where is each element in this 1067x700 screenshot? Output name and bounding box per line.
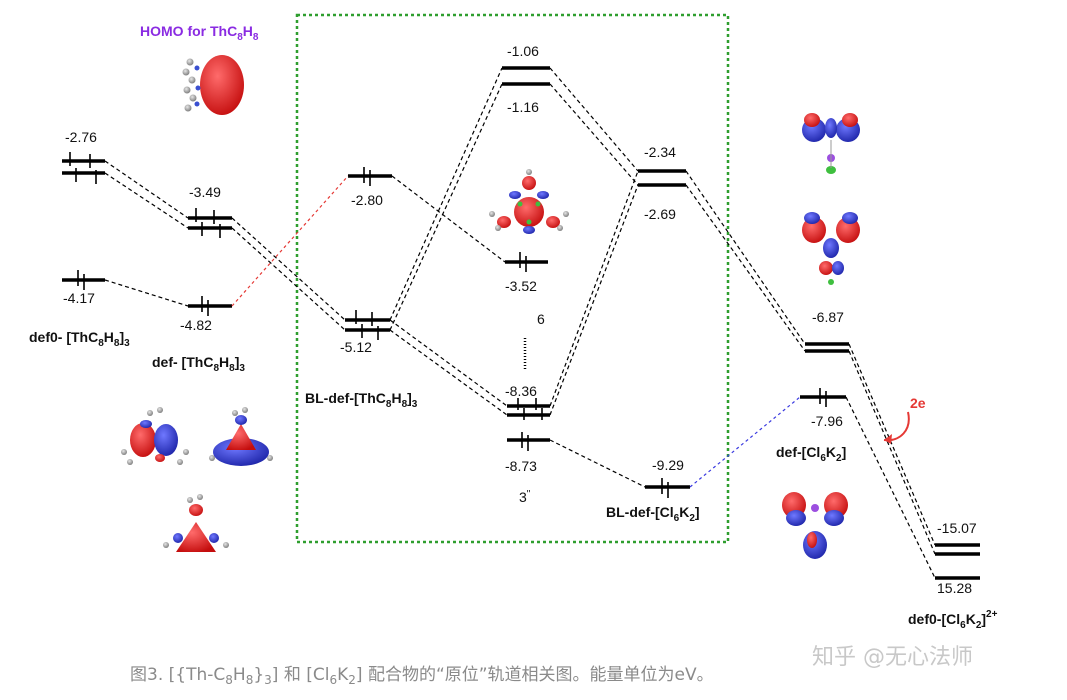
svg-text:15.28: 15.28: [937, 580, 972, 596]
homo-title: HOMO for ThC8H8: [140, 23, 259, 43]
svg-text:-8.36: -8.36: [505, 383, 537, 399]
name-bl-def-clk: BL-def-[Cl6K2]: [606, 504, 700, 524]
svg-text:-2.80: -2.80: [351, 192, 383, 208]
svg-text:-7.96: -7.96: [811, 413, 843, 429]
name-def-clk: def-[Cl6K2]: [776, 444, 846, 464]
orbital-image-thc-1: [121, 407, 189, 465]
svg-text:-4.17: -4.17: [63, 290, 95, 306]
species-names: def0- [ThC8H8]3 def- [ThC8H8]3 BL-def-[T…: [29, 329, 998, 631]
energy-levels: [62, 66, 980, 580]
svg-text:-3.49: -3.49: [189, 184, 221, 200]
orbital-image-thc-3: [163, 494, 229, 552]
label-six: 6: [537, 311, 545, 327]
name-def0-thc: def0- [ThC8H8]3: [29, 329, 130, 349]
svg-text:-2.76: -2.76: [65, 129, 97, 145]
label-three: 3": [519, 489, 531, 505]
name-def0-clk: def0-[Cl6K2]2+: [908, 609, 998, 631]
homo-orbital-image: [182, 55, 244, 115]
name-bl-def-thc: BL-def-[ThC8H8]3: [305, 390, 418, 410]
name-def-thc: def- [ThC8H8]3: [152, 354, 245, 374]
orbital-image-thc-2: [209, 407, 273, 466]
svg-text:-3.52: -3.52: [505, 278, 537, 294]
bl-region-frame: [295, 13, 730, 544]
svg-text:-15.07: -15.07: [937, 520, 977, 536]
svg-text:-6.87: -6.87: [812, 309, 844, 325]
watermark: 知乎 @无心法师: [812, 645, 973, 670]
svg-text:-2.34: -2.34: [644, 144, 676, 160]
electron-spin-markers: [69, 152, 827, 498]
figure-caption: 图3. [{Th-C8H8}3] 和 [Cl6K2] 配合物的“原位”轨道相关图…: [130, 665, 714, 687]
correlation-lines: [104, 67, 936, 579]
orbital-image-clk-3: [782, 492, 848, 559]
svg-text:-9.29: -9.29: [652, 457, 684, 473]
svg-text:-8.73: -8.73: [505, 458, 537, 474]
svg-text:-1.16: -1.16: [507, 99, 539, 115]
two-electron-arrow: 2e: [883, 395, 926, 444]
energy-labels: -2.76 -3.49 -4.17 -4.82 -2.80 -5.12 -1.0…: [63, 43, 977, 596]
orbital-image-center: [489, 169, 569, 234]
svg-text:-2.69: -2.69: [644, 206, 676, 222]
orbital-image-clk-2: [802, 212, 860, 285]
svg-text:-5.12: -5.12: [340, 339, 372, 355]
svg-text:-4.82: -4.82: [180, 317, 212, 333]
svg-text:2e: 2e: [910, 395, 926, 411]
svg-text:-1.06: -1.06: [507, 43, 539, 59]
orbital-image-clk-1: [802, 113, 860, 174]
